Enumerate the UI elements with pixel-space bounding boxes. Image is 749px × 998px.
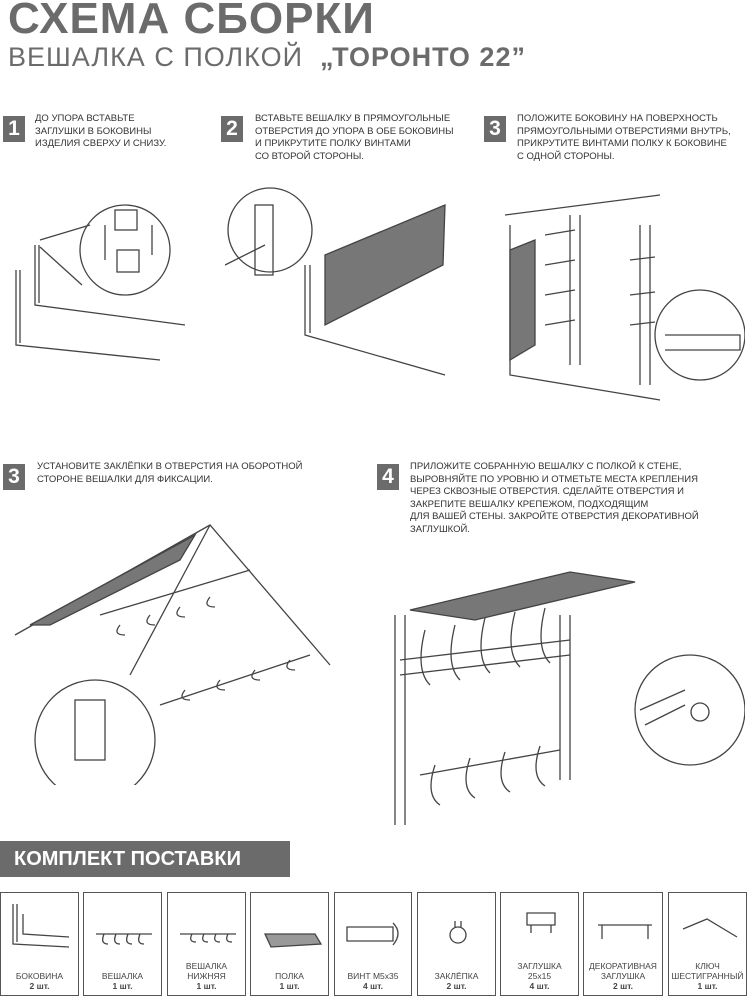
step-4-illustration xyxy=(394,571,745,825)
kit-item-name: ДЕКОРАТИВНАЯ ЗАГЛУШКА xyxy=(589,961,657,981)
step-4-number: 4 xyxy=(377,464,399,490)
kit-item-qty: 1 шт. xyxy=(697,981,718,991)
step-3b-text: УСТАНОВИТЕ ЗАКЛЁПКИ В ОТВЕРСТИЯ НА ОБОРО… xyxy=(37,461,303,485)
kit-item-qty: 2 шт. xyxy=(613,981,633,991)
side-panel-icon xyxy=(12,904,70,948)
kit-item-qty: 2 шт. xyxy=(446,981,467,991)
kit-item-qty: 4 шт. xyxy=(363,981,383,991)
model-name: „ТОРОНТО 22” xyxy=(320,42,526,72)
step-3-number: 3 xyxy=(484,116,506,142)
hanger-icon xyxy=(96,933,152,945)
step-2-text: ВСТАВЬТЕ ВЕШАЛКУ В ПРЯМОУГОЛЬНЫЕ ОТВЕРСТ… xyxy=(255,113,454,162)
step-1-illustration xyxy=(15,204,186,361)
end-cap-icon xyxy=(526,912,556,933)
kit-item-name: ВИНТ М5х35 xyxy=(347,971,399,981)
step-3-text: ПОЛОЖИТЕ БОКОВИНУ НА ПОВЕРХНОСТЬ ПРЯМОУГ… xyxy=(517,113,731,162)
rivet-icon xyxy=(449,921,467,944)
kit-item-qty: 1 шт. xyxy=(112,981,133,991)
lower-hanger-icon xyxy=(180,933,236,943)
step-3-illustration xyxy=(504,194,745,401)
shelf-icon xyxy=(263,933,323,948)
kit-item-qty: 4 шт. xyxy=(529,981,550,991)
screw-icon xyxy=(346,922,399,946)
kit-item-name: ВЕШАЛКА xyxy=(101,971,144,981)
kit-item-name: БОКОВИНА xyxy=(15,971,64,981)
kit-item-name: КЛЮЧ ШЕСТИГРАННЫЙ xyxy=(671,961,744,981)
page-subtitle: ВЕШАЛКА С ПОЛКОЙ „ТОРОНТО 22” xyxy=(8,42,526,73)
kit-item-qty: 1 шт. xyxy=(196,981,217,991)
kit-item-name: ЗАГЛУШКА 25х15 xyxy=(517,961,562,981)
step-4-text: ПРИЛОЖИТЕ СОБРАННУЮ ВЕШАЛКУ С ПОЛКОЙ К С… xyxy=(410,461,699,535)
kit-item-qty: 2 шт. xyxy=(29,981,50,991)
product-type: ВЕШАЛКА С ПОЛКОЙ xyxy=(8,42,303,72)
decorative-cap-icon xyxy=(598,924,652,939)
step-2-number: 2 xyxy=(221,116,243,142)
step-2-illustration xyxy=(225,187,446,376)
step-3b-number: 3 xyxy=(3,464,25,490)
step-1-text: ДО УПОРА ВСТАВЬТЕ ЗАГЛУШКИ В БОКОВИНЫ ИЗ… xyxy=(35,113,167,149)
hex-key-icon xyxy=(682,918,738,938)
kit-item-qty: 1 шт. xyxy=(279,981,300,991)
step-3b-illustration xyxy=(14,524,331,785)
page-title: СХЕМА СБОРКИ xyxy=(8,0,375,43)
kit-item-name: ВЕШАЛКА НИЖНЯЯ xyxy=(185,961,228,981)
kit-item-name: ПОЛКА xyxy=(275,971,304,981)
kit-item-name: ЗАКЛЁПКА xyxy=(434,971,479,981)
kit-section-title: КОМПЛЕКТ ПОСТАВКИ xyxy=(0,841,290,877)
step-1-number: 1 xyxy=(3,116,25,142)
